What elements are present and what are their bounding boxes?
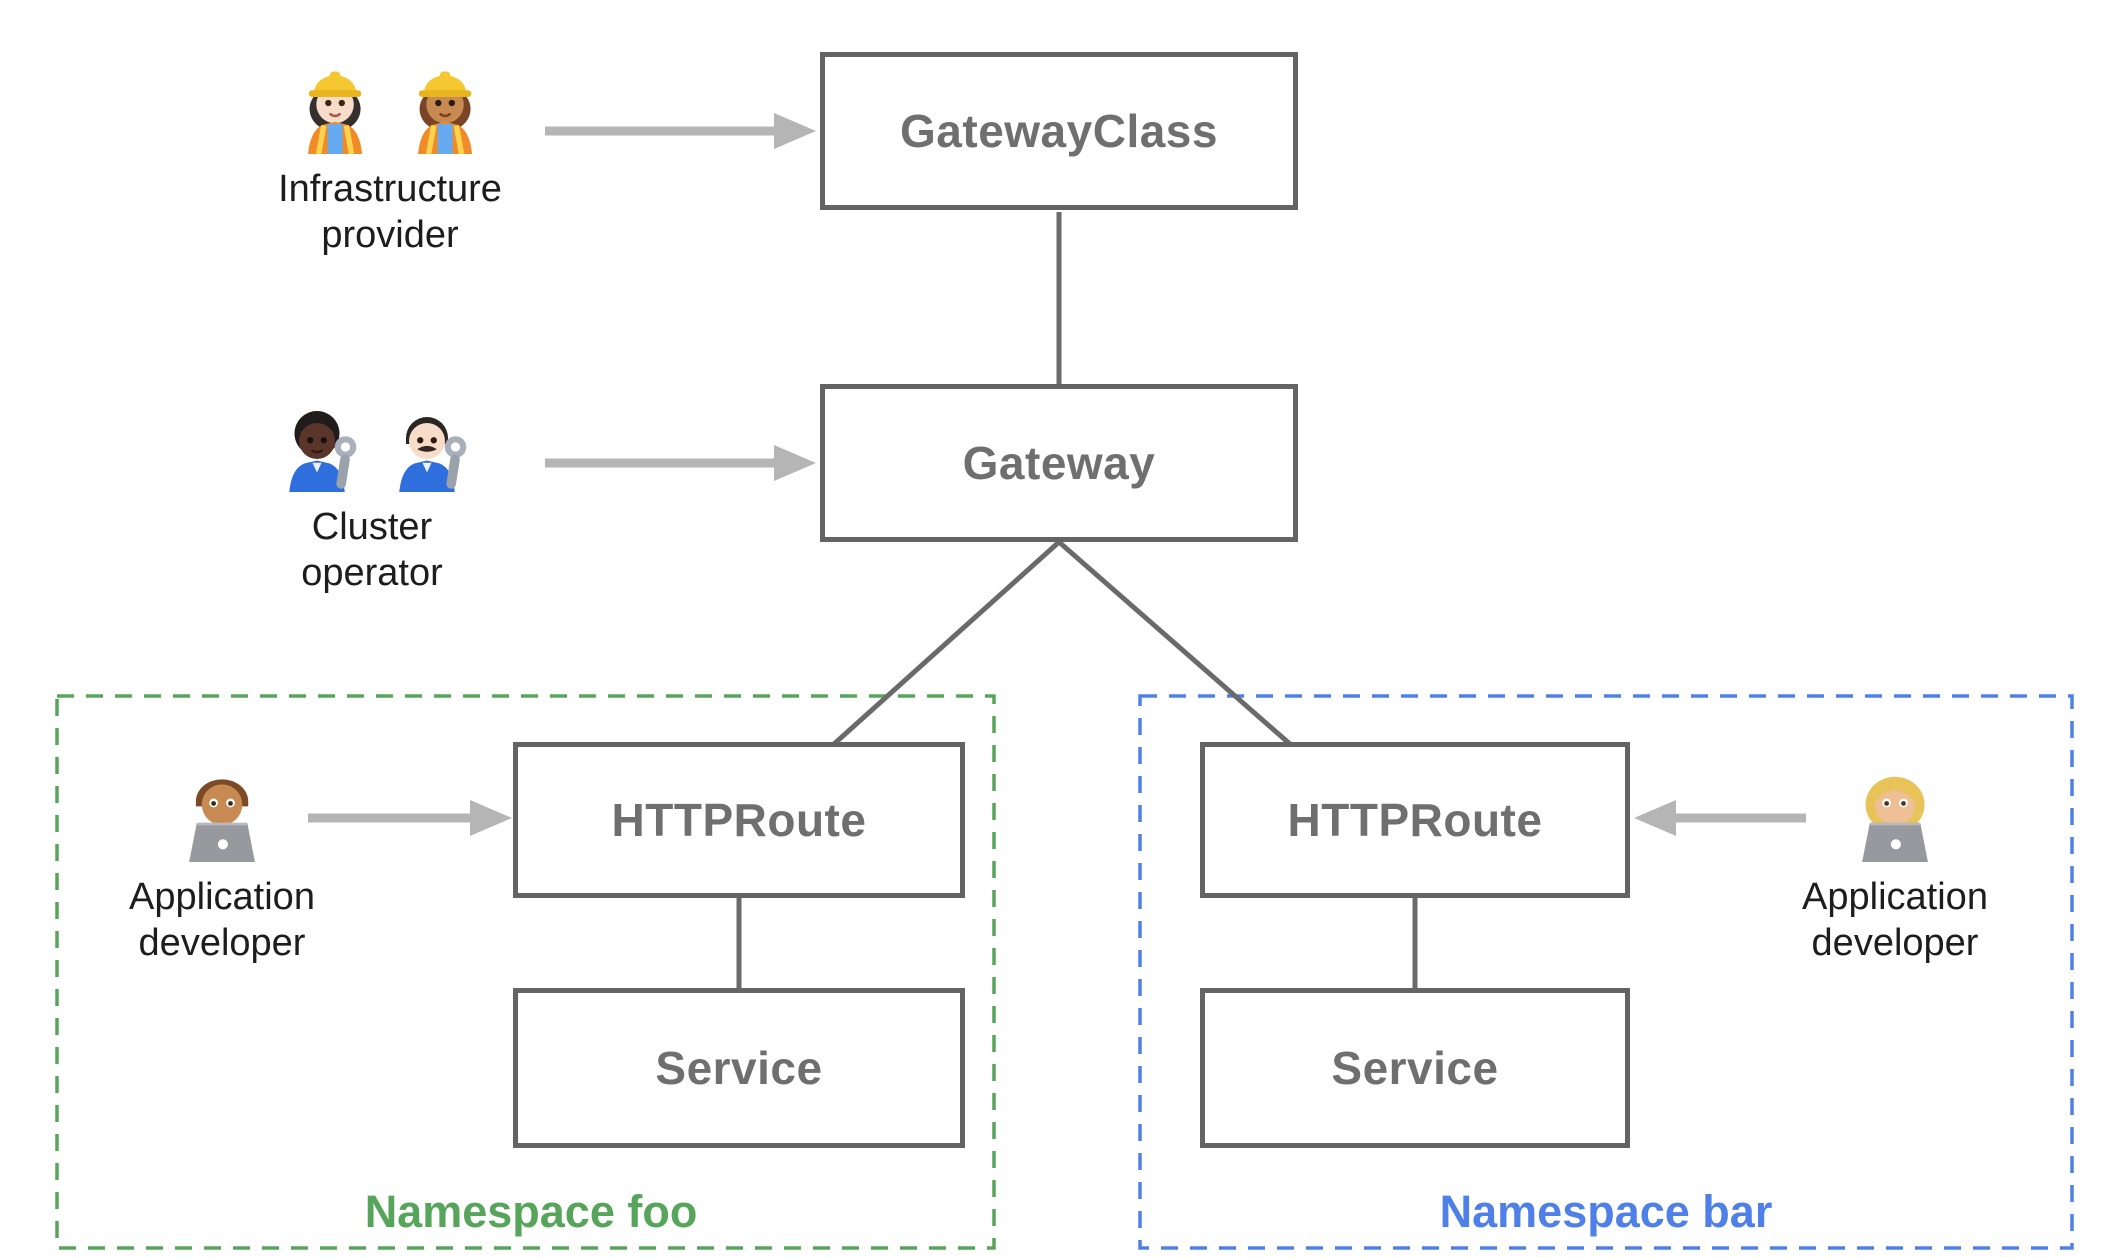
- service-bar-label: Service: [1331, 1042, 1499, 1094]
- application-developer-foo-label-line1: Application: [129, 876, 315, 918]
- infrastructure-provider-label-line1: Infrastructure: [278, 168, 502, 210]
- application-developer-foo-label-line2: developer: [138, 922, 306, 965]
- httproute-bar-label: HTTPRoute: [1287, 794, 1543, 846]
- gateway-label: Gateway: [962, 437, 1156, 489]
- application-developer-bar-persona: Application developer: [1802, 754, 1988, 967]
- infrastructure-provider-avatars: [287, 58, 493, 154]
- woman-technologist-emoji: [1862, 776, 1928, 862]
- arrow-infrastructure-provider-to-gatewayclass: [545, 113, 816, 149]
- cluster-operator-avatars: [269, 396, 475, 492]
- infrastructure-provider-persona: Infrastructure provider: [278, 58, 502, 259]
- connector-gateway-httproute-foo: [832, 540, 1061, 746]
- woman-construction-worker-light-emoji: [308, 71, 362, 154]
- service-box-namespace-foo: Service: [513, 988, 965, 1148]
- gateway-box: Gateway: [820, 384, 1298, 542]
- mechanic-dark-skin-emoji: [289, 411, 357, 492]
- httproute-box-namespace-foo: HTTPRoute: [513, 742, 965, 898]
- cluster-operator-label: Cluster operator: [301, 504, 443, 597]
- gatewayclass-box: GatewayClass: [820, 52, 1298, 210]
- apple-logo-icon: [217, 839, 228, 850]
- cluster-operator-label-line1: Cluster: [311, 506, 433, 548]
- application-developer-foo-avatar: [168, 754, 276, 862]
- cluster-operator-label-line2: operator: [301, 552, 443, 595]
- gatewayclass-label: GatewayClass: [900, 105, 1218, 157]
- wrench-icon: [444, 436, 467, 489]
- man-mechanic-light-emoji: [399, 417, 467, 492]
- application-developer-bar-label: Application developer: [1802, 874, 1988, 967]
- namespace-foo-boundary: [55, 694, 996, 1250]
- namespace-bar-boundary: [1138, 694, 2074, 1250]
- httproute-box-namespace-bar: HTTPRoute: [1200, 742, 1630, 898]
- namespace-foo-label: Namespace foo: [364, 1186, 698, 1237]
- httproute-foo-label: HTTPRoute: [611, 794, 867, 846]
- cluster-operator-persona: Cluster operator: [269, 396, 475, 597]
- infrastructure-provider-label: Infrastructure provider: [278, 166, 502, 259]
- namespace-bar-label: Namespace bar: [1439, 1186, 1773, 1237]
- wrench-icon: [334, 436, 357, 489]
- connector-gateway-httproute-bar: [1057, 540, 1292, 746]
- arrow-app-developer-to-httproute-foo: [308, 800, 512, 836]
- application-developer-bar-avatar: [1841, 754, 1949, 862]
- application-developer-foo-label: Application developer: [129, 874, 315, 967]
- apple-logo-icon: [1890, 839, 1901, 850]
- application-developer-bar-label-line2: developer: [1811, 922, 1979, 965]
- man-technologist-emoji: [189, 779, 255, 862]
- application-developer-foo-persona: Application developer: [129, 754, 315, 967]
- infrastructure-provider-label-line2: provider: [321, 214, 459, 257]
- application-developer-bar-label-line1: Application: [1802, 876, 1988, 918]
- service-box-namespace-bar: Service: [1200, 988, 1630, 1148]
- service-foo-label: Service: [655, 1042, 823, 1094]
- arrow-cluster-operator-to-gateway: [545, 445, 816, 481]
- woman-construction-worker-medium-emoji: [418, 71, 472, 154]
- arrow-app-developer-to-httproute-bar: [1634, 800, 1806, 836]
